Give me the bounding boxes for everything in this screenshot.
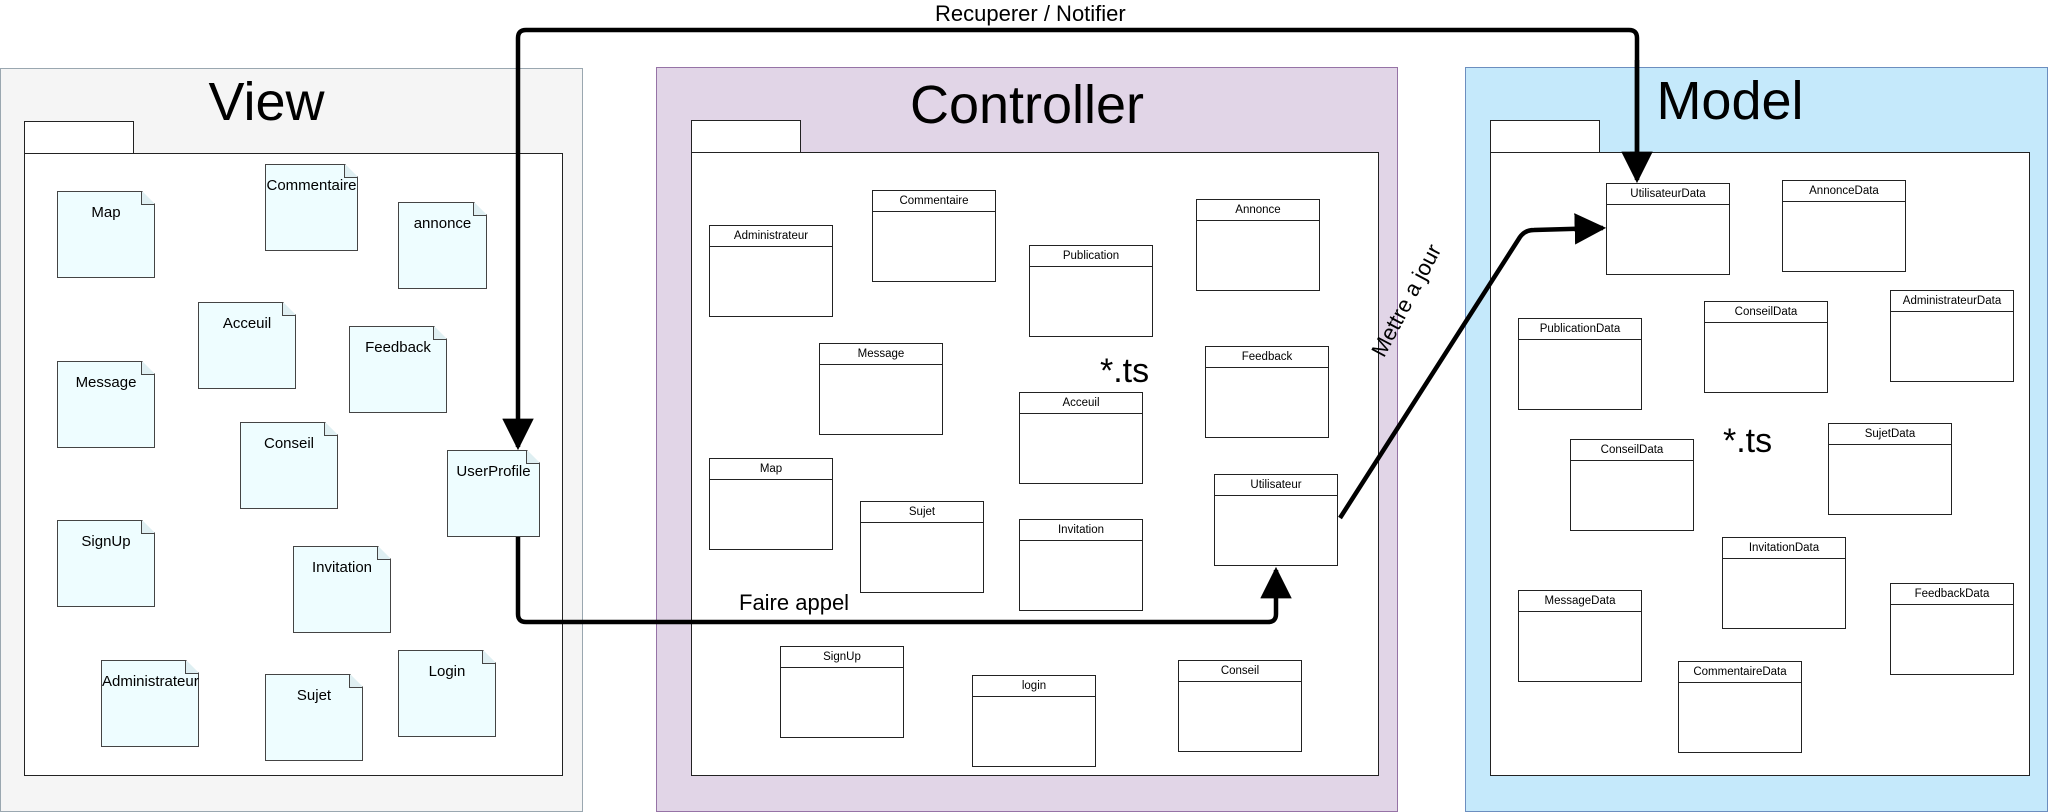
arrow-update [1338, 213, 1607, 520]
edge-label-recuperer-notifier: Recuperer / Notifier [935, 1, 1126, 26]
arrow-call [515, 537, 1292, 625]
view-file-userprofile[interactable]: UserProfile [447, 450, 540, 537]
edge-label-faire-appel: Faire appel [739, 590, 850, 615]
controller-class-utilisateur[interactable]: Utilisateur [1214, 474, 1338, 566]
controller-class-message[interactable]: Message [819, 343, 943, 435]
view-file-acceuil[interactable]: Acceuil [198, 302, 296, 389]
controller-class-annonce[interactable]: Annonce [1196, 199, 1320, 291]
model-class-conseildata-1[interactable]: ConseilData [1704, 301, 1828, 393]
view-file-message[interactable]: Message [57, 361, 155, 448]
view-file-commentaire[interactable]: Commentaire [265, 164, 358, 251]
controller-class-sujet[interactable]: Sujet [860, 501, 984, 593]
controller-ts-label: *.ts [1100, 352, 1150, 390]
model-class-conseildata-2[interactable]: ConseilData [1570, 439, 1694, 531]
view-file-signup[interactable]: SignUp [57, 520, 155, 607]
view-file-invitation[interactable]: Invitation [293, 546, 391, 633]
view-file-feedback[interactable]: Feedback [349, 326, 447, 413]
controller-class-acceuil[interactable]: Acceuil [1019, 392, 1143, 484]
controller-class-login[interactable]: login [972, 675, 1096, 767]
model-class-utilisateurdata[interactable]: UtilisateurData [1606, 183, 1730, 275]
model-class-messagedata[interactable]: MessageData [1518, 590, 1642, 682]
controller-class-map[interactable]: Map [709, 458, 833, 550]
view-file-sujet[interactable]: Sujet [265, 674, 363, 761]
arrow-notify-view [502, 27, 1640, 451]
view-file-map[interactable]: Map [57, 191, 155, 278]
controller-class-administrateur[interactable]: Administrateur [709, 225, 833, 317]
model-class-annoncedata[interactable]: AnnonceData [1782, 180, 1906, 272]
controller-class-invitation[interactable]: Invitation [1019, 519, 1143, 611]
view-file-login[interactable]: Login [398, 650, 496, 737]
model-ts-label: *.ts [1723, 422, 1773, 460]
controller-class-signup[interactable]: SignUp [780, 646, 904, 738]
model-class-invitationdata[interactable]: InvitationData [1722, 537, 1846, 629]
model-class-feedbackdata[interactable]: FeedbackData [1890, 583, 2014, 675]
controller-class-commentaire[interactable]: Commentaire [872, 190, 996, 282]
model-title: Model [1656, 71, 1804, 131]
view-title: View [208, 72, 325, 132]
view-file-conseil[interactable]: Conseil [240, 422, 338, 509]
model-package-tab [1490, 120, 1600, 154]
controller-class-publication[interactable]: Publication [1029, 245, 1153, 337]
controller-class-conseil[interactable]: Conseil [1178, 660, 1302, 752]
controller-title: Controller [909, 75, 1145, 135]
model-class-sujetdata[interactable]: SujetData [1828, 423, 1952, 515]
model-class-administrateurdata[interactable]: AdministrateurData [1890, 290, 2014, 382]
model-class-publicationdata[interactable]: PublicationData [1518, 318, 1642, 410]
controller-class-feedback[interactable]: Feedback [1205, 346, 1329, 438]
view-file-administrateur[interactable]: Administrateur [101, 660, 199, 747]
view-file-annonce[interactable]: annonce [398, 202, 487, 289]
model-class-commentairedata[interactable]: CommentaireData [1678, 661, 1802, 753]
controller-package-tab [691, 120, 801, 154]
